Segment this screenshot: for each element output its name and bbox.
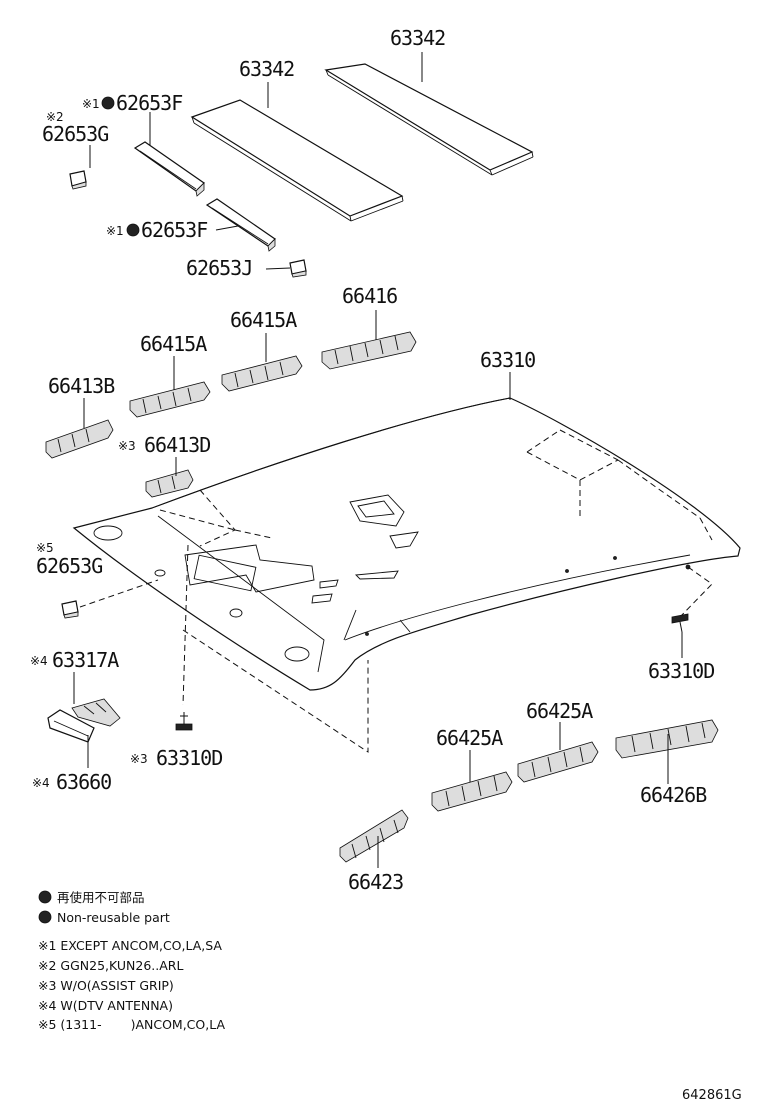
- callout-66423: 66423: [348, 870, 403, 894]
- callout-63660: 63660: [56, 770, 111, 794]
- grip-66425A-right: [517, 741, 599, 783]
- legend-note-1: ※1 EXCEPT ANCOM,CO,LA,SA: [38, 938, 222, 953]
- non-reusable-dot-top: [101, 96, 115, 110]
- legend-note-3: ※3 W/O(ASSIST GRIP): [38, 978, 174, 993]
- grip-66423: [339, 809, 409, 863]
- callout-66416: 66416: [342, 284, 397, 308]
- dash-frame-left: [182, 629, 369, 753]
- callout-63342-right: 63342: [390, 26, 445, 50]
- legend-note-4: ※4 W(DTV ANTENNA): [38, 998, 173, 1013]
- callout-62653F-mid: 62653F: [141, 218, 207, 242]
- callout-63310D-right: 63310D: [648, 659, 714, 683]
- note-mark-4-lower: ※4: [32, 776, 50, 790]
- note-mark-1-top: ※1: [82, 97, 100, 111]
- legend-note-2: ※2 GGN25,KUN26..ARL: [38, 958, 183, 973]
- dash-screw-left: [182, 544, 189, 706]
- callout-62653G-side: 62653G: [36, 554, 102, 578]
- legend-en-text: Non-reusable part: [57, 910, 170, 925]
- callout-66415A-left: 66415A: [140, 332, 207, 356]
- grip-66413D: [145, 469, 194, 498]
- callout-66425A-left: 66425A: [436, 726, 503, 750]
- clip-62653G-side: [61, 600, 79, 619]
- callout-63310D-lower: 63310D: [156, 746, 222, 770]
- legend: 再使用不可部品 Non-reusable part ※1 EXCEPT ANCO…: [38, 890, 225, 1032]
- callout-63317A: 63317A: [52, 648, 119, 672]
- callout-62653G-top: 62653G: [42, 122, 108, 146]
- callout-63342-left: 63342: [239, 57, 294, 81]
- callout-62653F-top: 62653F: [116, 91, 182, 115]
- roof-headlining: [72, 397, 741, 691]
- callout-66426B: 66426B: [640, 783, 707, 807]
- holder-bracket-upper: [133, 141, 205, 197]
- callout-66415A-right: 66415A: [230, 308, 297, 332]
- note-mark-3-top: ※3: [118, 439, 136, 453]
- callout-62653J: 62653J: [186, 256, 252, 280]
- dash-clip-side: [79, 579, 159, 608]
- screw-63310D-right: [671, 613, 689, 633]
- non-reusable-dot-mid: [126, 223, 140, 237]
- note-mark-5: ※5: [36, 541, 54, 555]
- callout-63310: 63310: [480, 348, 535, 372]
- legend-note-5: ※5 (1311- )ANCOM,CO,LA: [38, 1017, 225, 1032]
- antenna-bracket-63317A: [71, 698, 121, 727]
- note-mark-1-mid: ※1: [106, 224, 124, 238]
- leader-lines: [73, 52, 683, 868]
- drawing-code: 642861G: [682, 1088, 742, 1103]
- legend-dot-en: [38, 910, 52, 924]
- grip-66416: [321, 331, 417, 370]
- grip-66413B: [45, 419, 114, 459]
- clip-62653J: [289, 259, 307, 278]
- note-mark-2: ※2: [46, 110, 64, 124]
- note-mark-3-lower: ※3: [130, 752, 148, 766]
- callout-66413D: 66413D: [144, 433, 210, 457]
- legend-jp-text: 再使用不可部品: [57, 890, 145, 905]
- roof-pad-right: [324, 63, 534, 176]
- clip-62653G-top: [69, 170, 87, 190]
- note-mark-4-top: ※4: [30, 654, 48, 668]
- screw-63310D-lower: [175, 712, 193, 731]
- holder-bracket-lower: [205, 198, 276, 252]
- callout-66425A-right: 66425A: [526, 699, 593, 723]
- dash-screw-right: [679, 566, 713, 618]
- grip-66425A-left: [431, 771, 513, 812]
- callout-66413B: 66413B: [48, 374, 115, 398]
- roof-pad-left: [190, 99, 404, 222]
- grip-66426B: [615, 719, 719, 759]
- legend-dot-jp: [38, 890, 52, 904]
- grip-66415A-left: [129, 381, 211, 418]
- grip-66415A-right: [221, 355, 303, 392]
- antenna-cover-63660: [47, 709, 95, 743]
